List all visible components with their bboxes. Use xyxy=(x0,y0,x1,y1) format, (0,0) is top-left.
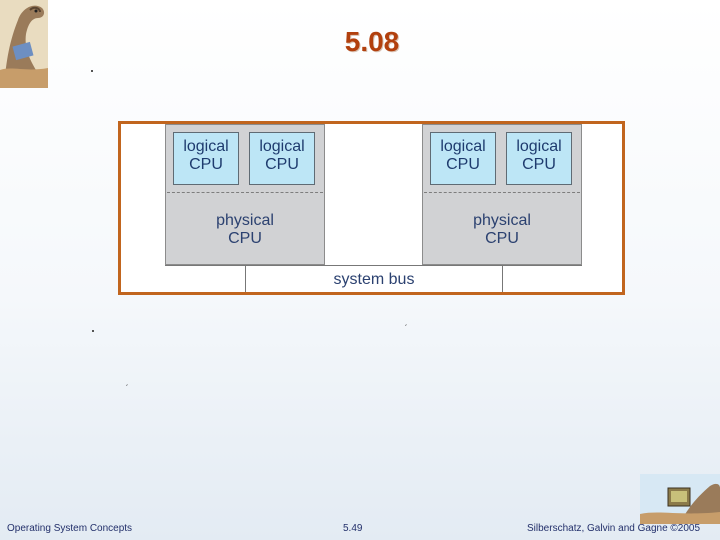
bus-connector xyxy=(502,265,503,292)
dashed-divider xyxy=(167,192,323,193)
dashed-divider xyxy=(424,192,580,193)
slide-title: 5.08 xyxy=(344,26,400,57)
footer-course-title: Operating System Concepts xyxy=(7,523,133,534)
logical-cpu-1-2: logical CPU xyxy=(249,132,315,185)
logical-cpu-label: logical xyxy=(259,138,305,155)
physical-cpu-label: CPU xyxy=(485,230,519,247)
logical-cpu-label: CPU xyxy=(265,156,299,173)
logical-cpu-label: logical xyxy=(183,138,229,155)
logical-cpu-label: CPU xyxy=(522,156,556,173)
physical-cpu-label-2: physical CPU xyxy=(422,212,582,248)
dinosaur-reading-logo-icon xyxy=(0,0,48,88)
decorative-mark: ′ xyxy=(126,384,129,394)
system-bus-line xyxy=(165,265,582,266)
footer-copyright: Silberschatz, Galvin and Gagne ©2005 xyxy=(527,523,701,534)
decorative-dot xyxy=(92,330,94,332)
logical-cpu-label: logical xyxy=(516,138,562,155)
bus-connector xyxy=(245,265,246,292)
smp-hyperthreading-diagram: logical CPU logical CPU physical CPU log… xyxy=(118,121,625,295)
decorative-mark: ′ xyxy=(405,324,408,334)
physical-cpu-label: physical xyxy=(216,212,274,229)
logical-cpu-label: CPU xyxy=(189,156,223,173)
logical-cpu-2-1: logical CPU xyxy=(430,132,496,185)
logical-cpu-label: logical xyxy=(440,138,486,155)
decorative-dot xyxy=(91,70,93,72)
physical-cpu-label: physical xyxy=(473,212,531,229)
logical-cpu-1-1: logical CPU xyxy=(173,132,239,185)
physical-cpu-label: CPU xyxy=(228,230,262,247)
logical-cpu-2-2: logical CPU xyxy=(506,132,572,185)
system-bus-label: system bus xyxy=(333,271,415,288)
physical-cpu-label-1: physical CPU xyxy=(165,212,325,248)
dinosaur-computer-logo-icon xyxy=(640,474,720,524)
logical-cpu-label: CPU xyxy=(446,156,480,173)
footer-slide-number: 5.49 xyxy=(343,523,363,534)
